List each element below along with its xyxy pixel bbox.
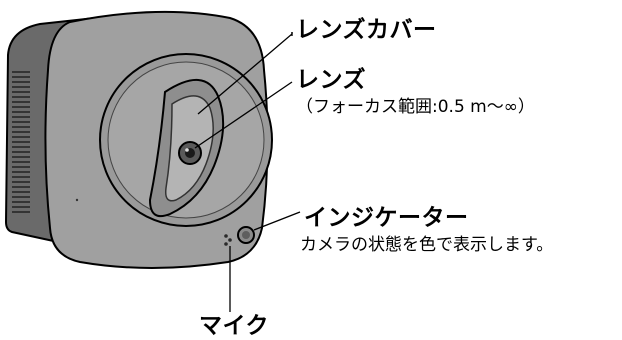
leader-indicator (253, 211, 301, 231)
indicator-light-inner (242, 231, 250, 239)
leader-lens (194, 81, 293, 149)
mic-holes (224, 234, 232, 246)
camera-diagram: レンズカバー レンズ （フォーカス範囲:0.5 m〜∞） インジケーター カメラ… (4, 10, 554, 339)
label-lens-description: （フォーカス範囲:0.5 m〜∞） (296, 97, 535, 117)
camera-illustration (4, 10, 301, 312)
label-lens-title: レンズ (296, 67, 367, 93)
lens-glint (185, 148, 189, 152)
side-vents (12, 71, 30, 213)
label-indicator-title: インジケーター (304, 205, 469, 231)
label-mic-title: マイク (199, 313, 270, 339)
label-indicator-description: カメラの状態を色で表示します。 (300, 235, 554, 255)
face-dot (75, 198, 79, 202)
label-lens-cover-title: レンズカバー (296, 17, 437, 43)
